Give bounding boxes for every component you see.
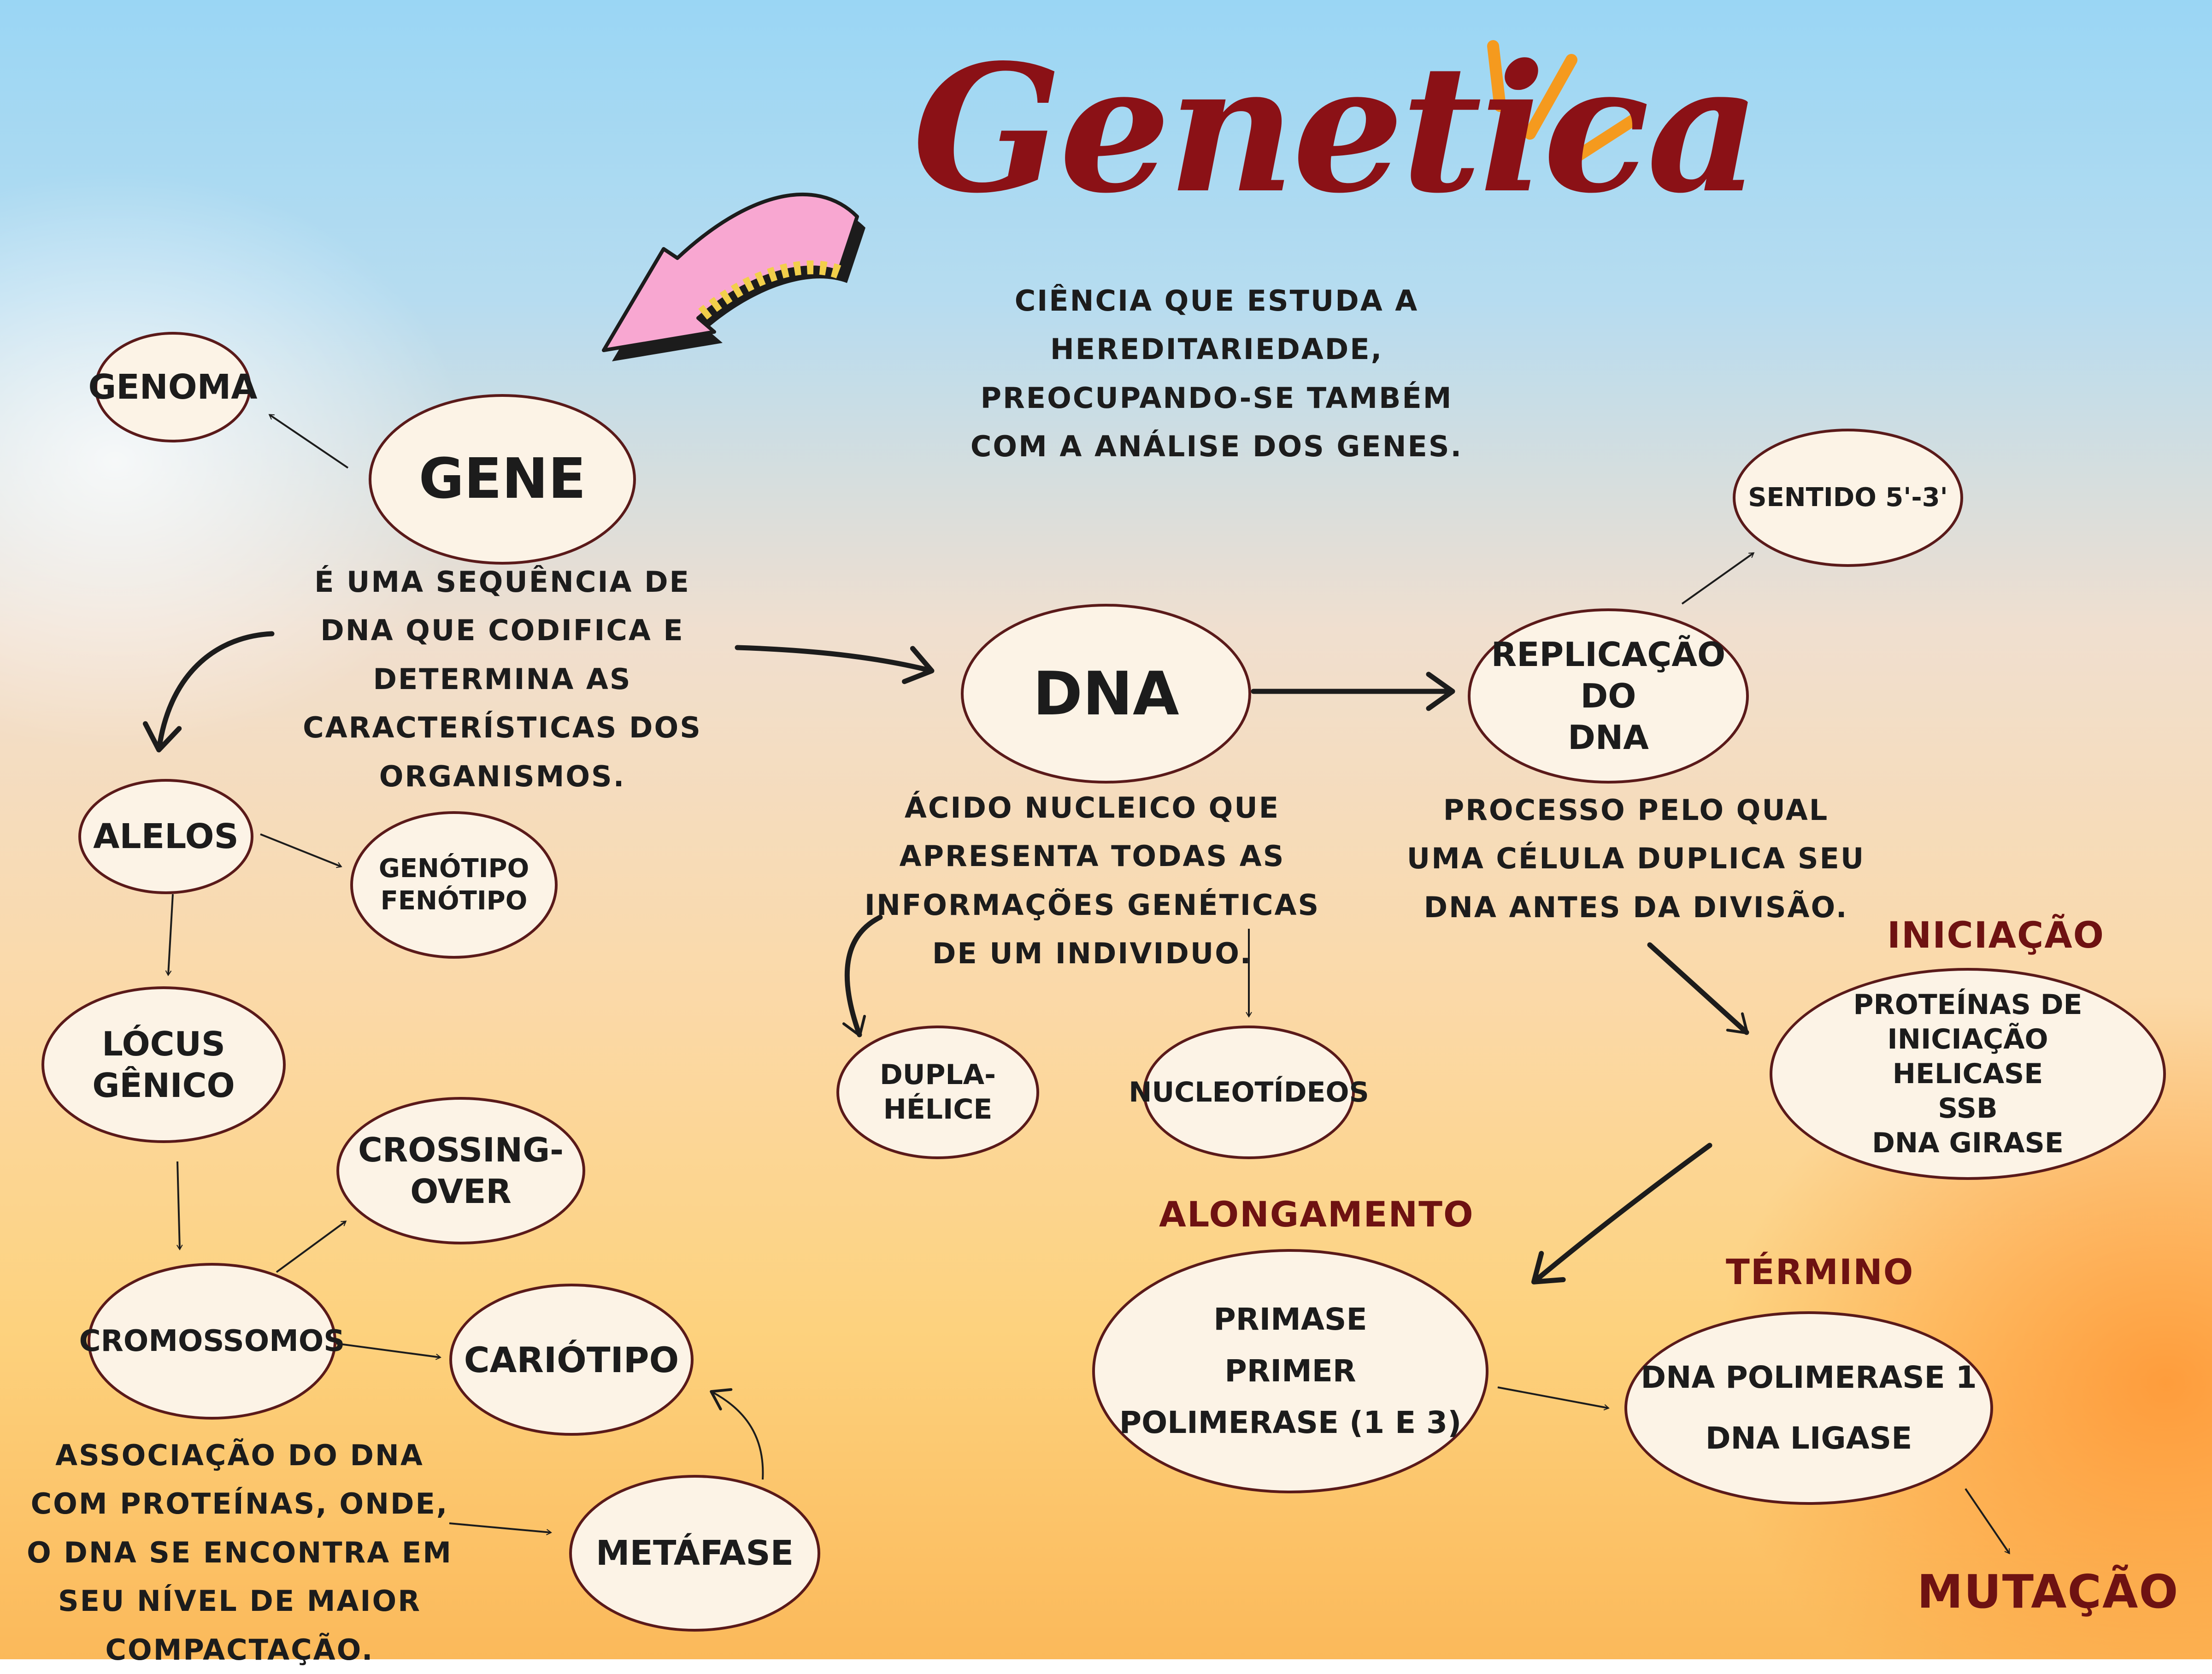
arrow-cromossomos-cariotipo: [336, 1343, 441, 1360]
node-iniciacao: PROTEÍNAS DE INICIAÇÃO HELICASE SSB DNA …: [1770, 968, 2166, 1180]
iniciacao-item: SSB: [1938, 1092, 1998, 1125]
node-metafase-label: METÁFASE: [595, 1533, 794, 1573]
arrow-alelos-genotipo: [260, 833, 342, 868]
stage-termino: TÉRMINO: [1726, 1251, 1914, 1292]
node-dupla-helice-label: DUPLA-HÉLICE: [879, 1059, 996, 1126]
arrow-gene-genoma: [268, 414, 349, 469]
arrow-termino-mutacao: [1965, 1488, 2010, 1555]
node-alelos: ALELOS: [78, 779, 253, 894]
node-locus-label: LÓCUS GÊNICO: [92, 1025, 235, 1105]
node-replicacao-label-1: REPLICAÇÃO DO: [1491, 635, 1726, 715]
page-title: Genetica: [912, 26, 1760, 232]
arrow-alongamento-termino: [1497, 1386, 1610, 1411]
termino-item: DNA POLIMERASE 1: [1641, 1360, 1977, 1395]
arrow-replicacao-sentido: [1681, 552, 1755, 605]
replicacao-description: PROCESSO PELO QUAL UMA CÉLULA DUPLICA SE…: [1406, 793, 1865, 924]
node-gene: GENE: [369, 394, 636, 565]
node-nucleotideos: NUCLEOTÍDEOS: [1129, 1026, 1369, 1159]
node-gene-label: GENE: [418, 447, 586, 511]
sparkle-lines-icon: [1487, 40, 1640, 172]
arrow-desc-metafase: [449, 1522, 552, 1536]
node-dupla-helice: DUPLA-HÉLICE: [836, 1026, 1039, 1159]
gene-description: É UMA SEQUÊNCIA DE DNA QUE CODIFICA E DE…: [303, 565, 702, 793]
node-cariotipo-label: CARIÓTIPO: [464, 1339, 679, 1380]
alongamento-item: POLIMERASE (1 E 3): [1119, 1405, 1462, 1441]
iniciacao-item: HELICASE: [1892, 1057, 2043, 1090]
node-crossing-label-1: CROSSING-: [358, 1131, 564, 1169]
node-nucleotideos-label: NUCLEOTÍDEOS: [1129, 1076, 1369, 1108]
arrow-gene-dna: [735, 645, 935, 684]
dna-description: ÁCIDO NUCLEICO QUE APRESENTA TODAS AS IN…: [864, 791, 1320, 971]
node-dna-label: DNA: [1033, 658, 1179, 729]
node-fenotipo-label: FENÓTIPO: [380, 886, 528, 916]
node-metafase: METÁFASE: [569, 1475, 820, 1632]
iniciacao-item: PROTEÍNAS DE INICIAÇÃO: [1853, 988, 2083, 1055]
node-crossing-over: CROSSING- OVER: [336, 1097, 585, 1244]
arrow-replicacao-iniciacao: [1647, 942, 1749, 1035]
alongamento-item: PRIMER: [1224, 1353, 1356, 1389]
node-dna: DNA: [961, 604, 1251, 784]
node-sentido-label: SENTIDO 5'-3': [1748, 483, 1948, 513]
node-genoma: GENOMA: [88, 332, 258, 442]
node-replicacao-label-2: DNA: [1568, 718, 1649, 757]
cromossomos-description: ASSOCIAÇÃO DO DNA COM PROTEÍNAS, ONDE, O…: [27, 1438, 453, 1667]
node-genotipo-label: GENÓTIPO: [378, 854, 529, 884]
node-locus-genico: LÓCUS GÊNICO: [41, 986, 286, 1143]
node-alongamento: PRIMASE PRIMER POLIMERASE (1 E 3): [1092, 1249, 1488, 1493]
node-alelos-label: ALELOS: [93, 816, 239, 856]
node-termino: DNA POLIMERASE 1 DNA LIGASE: [1624, 1311, 1993, 1505]
arrow-iniciacao-alongamento: [1531, 1143, 1712, 1285]
arrow-cromossomos-crossing: [276, 1220, 347, 1273]
definition-text: CIÊNCIA QUE ESTUDA A HEREDITARIEDADE, PR…: [970, 284, 1463, 464]
arrow-dna-duplahelice: [842, 914, 883, 1037]
node-cariotipo: CARIÓTIPO: [449, 1284, 694, 1436]
stage-alongamento: ALONGAMENTO: [1159, 1194, 1474, 1235]
arrow-locus-cromossomos: [176, 1161, 183, 1250]
node-genoma-label: GENOMA: [88, 367, 258, 407]
node-cromossomos: CROMOSSOMOS: [79, 1263, 345, 1420]
stage-iniciacao: INICIAÇÃO: [1887, 915, 2105, 956]
node-crossing-label-2: OVER: [410, 1172, 512, 1211]
node-genotipo-fenotipo: GENÓTIPO FENÓTIPO: [350, 811, 558, 959]
arrow-gene-alelos: [142, 631, 275, 753]
arrow-alelos-locus: [165, 894, 174, 976]
termino-item: DNA LIGASE: [1705, 1421, 1912, 1456]
iniciacao-item: DNA GIRASE: [1872, 1126, 2064, 1159]
alongamento-item: PRIMASE: [1213, 1301, 1367, 1337]
arrow-metafase-cariotipo: [710, 1388, 764, 1480]
stage-mutacao: MUTAÇÃO: [1917, 1565, 2179, 1619]
node-sentido: SENTIDO 5'-3': [1733, 429, 1963, 567]
node-cromossomos-label: CROMOSSOMOS: [79, 1324, 345, 1358]
node-replicacao: REPLICAÇÃO DO DNA: [1468, 608, 1749, 784]
pink-curved-arrow-icon: [602, 193, 865, 361]
